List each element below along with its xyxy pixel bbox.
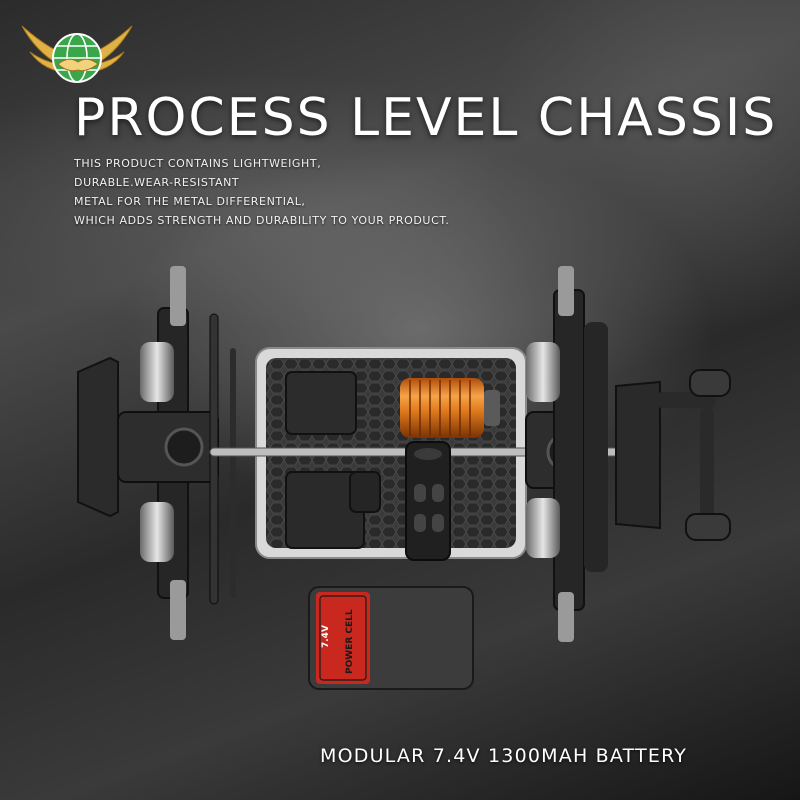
right-shock-tower [553,289,585,611]
winged-globe-logo-icon [21,25,133,83]
esc-module [285,371,357,435]
description-line: METAL FOR THE METAL DIFFERENTIAL, [74,195,306,208]
orange-motor [400,378,484,438]
battery-label-voltage: 7.4V [321,625,331,648]
product-description: THIS PRODUCT CONTAINS LIGHTWEIGHT, DURAB… [74,154,534,230]
battery-caption: MODULAR 7.4V 1300MAH BATTERY [320,745,688,767]
description-line: WHICH ADDS STRENGTH AND DURABILITY TO YO… [74,214,450,227]
left-shock-absorber [140,342,174,402]
battery-pack-image: 7.4V POWER CELL [308,586,474,690]
rc-car-chassis-image [77,266,731,642]
wheelie-bar-wheel [685,513,731,541]
right-shock-absorber [526,498,560,558]
front-bumper [77,356,119,518]
right-shock-absorber [526,342,560,402]
description-line: DURABLE.WEAR-RESISTANT [74,176,240,189]
battery-label-brand: POWER CELL [345,609,355,674]
left-shock-absorber [140,502,174,562]
page-title: PROCESS LEVEL CHASSIS [74,88,778,148]
wheelie-bar-wheel [689,369,731,397]
description-line: THIS PRODUCT CONTAINS LIGHTWEIGHT, [74,157,322,170]
rear-bumper [615,380,661,530]
